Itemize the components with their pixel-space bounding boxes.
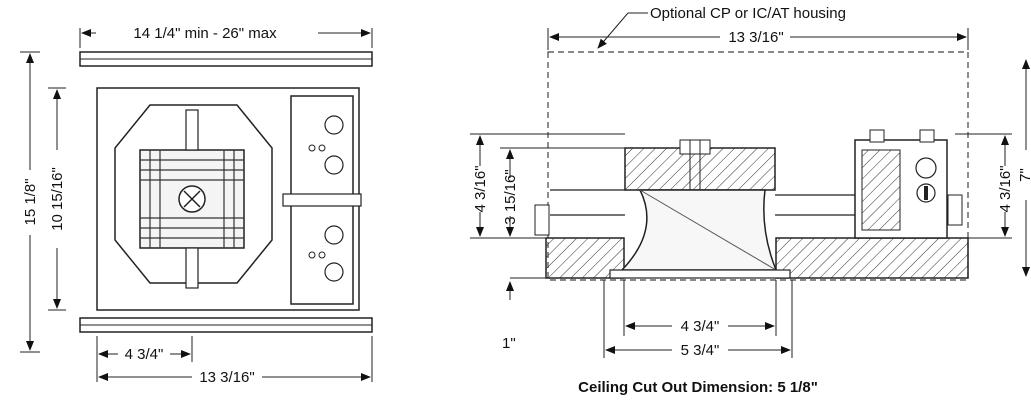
small-dimension-label: 1" [502,335,516,352]
top-width-dimension-label: 13 3/16" [728,29,783,46]
housing-label: Optional CP or IC/AT housing [650,5,846,22]
outer-aperture-dimension-label: 5 3/4" [681,342,720,359]
reflector [620,189,778,271]
bottom-short-dimension-label: 4 3/4" [125,346,164,363]
left-outer-height-label: 4 3/16" [472,165,489,212]
width-dimension-label: 14 1/4" min - 26" max [133,25,277,42]
top-view: 14 1/4" min - 26" max 15 1/8" 10 15/16" … [20,25,373,386]
aperture-dimension-label: 4 3/4" [681,318,720,335]
ceiling-right [775,237,969,279]
bottom-long-dimension-label: 13 3/16" [199,369,254,386]
outer-height-dimension-label: 15 1/8" [22,178,39,225]
inner-height-dimension-label: 10 15/16" [49,167,66,231]
optional-housing-outline [547,51,969,281]
octagon-frame [114,104,273,284]
ceiling-cutout-caption: Ceiling Cut Out Dimension: 5 1/8" [578,379,818,396]
side-view: Optional CP or IC/AT housing 13 3/16" [470,5,1031,396]
right-height-label: 4 3/16" [997,165,1014,212]
left-inner-height-label: 3 15/16" [502,169,519,224]
far-right-height-label: 7" [1017,168,1031,182]
